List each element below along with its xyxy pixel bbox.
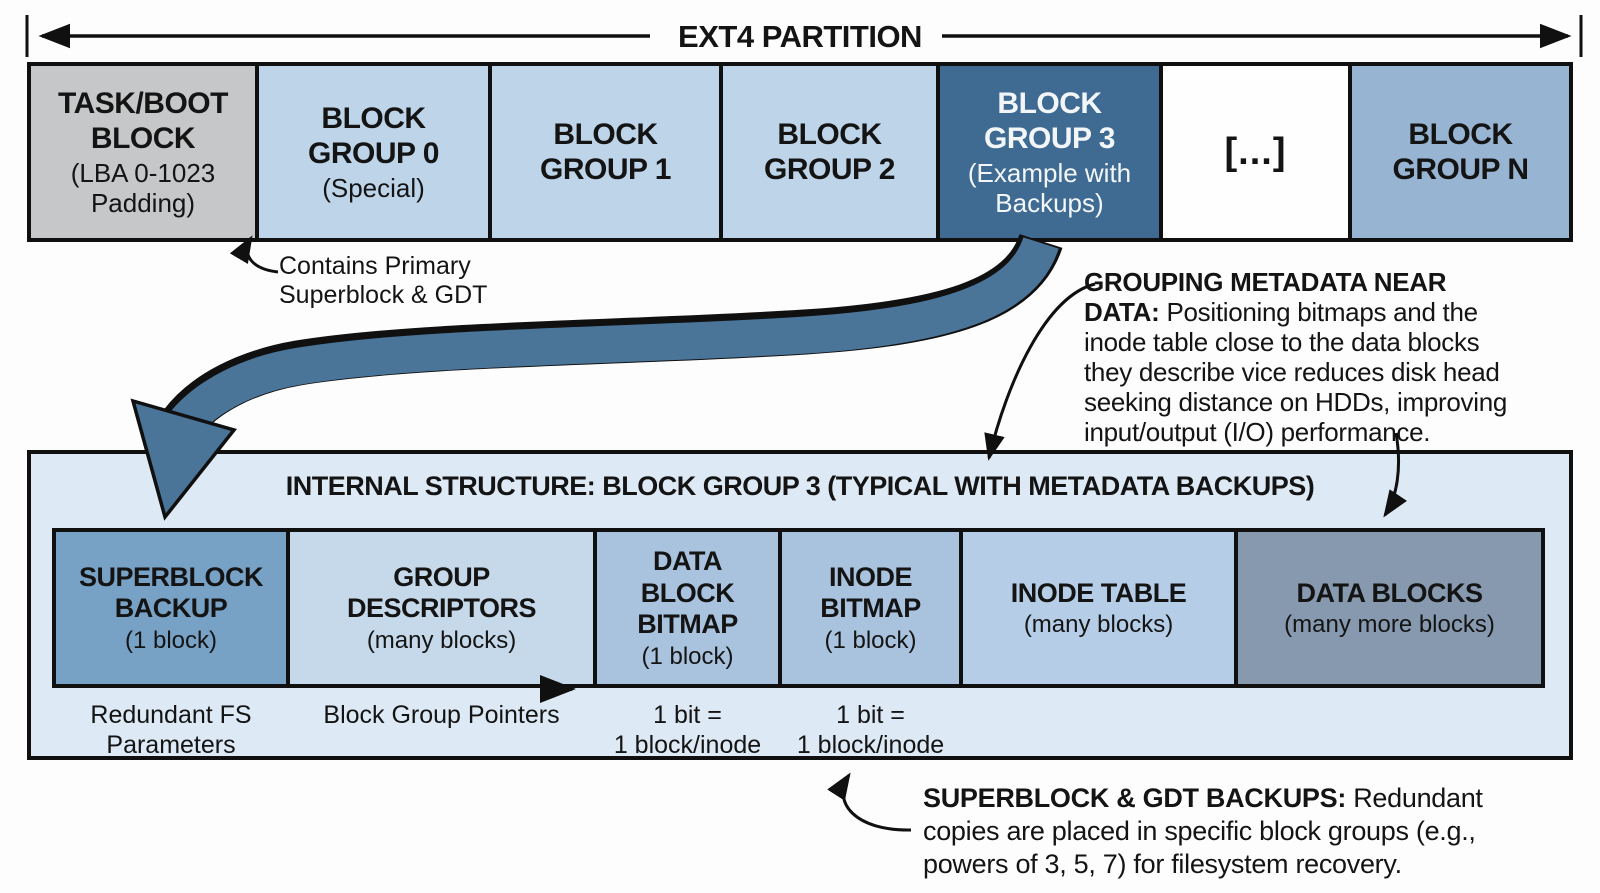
block-title: BLOCK GROUP 1 — [540, 117, 672, 186]
block-title: INODE TABLE — [1010, 577, 1187, 608]
backup-note-arrow-icon — [827, 772, 912, 832]
contains-note-arrow-icon — [229, 235, 279, 274]
caption-data-bitmap-legend: 1 bit = 1 block/inode — [613, 701, 762, 759]
block-subtitle: (1 block) — [641, 642, 734, 670]
block-subtitle: (Special) — [322, 173, 425, 204]
block-title: TASK/BOOT BLOCK — [58, 87, 228, 156]
partition-axis-title: EXT4 PARTITION — [678, 19, 922, 54]
block-inode-table: INODE TABLE (many blocks) — [959, 528, 1238, 688]
internal-structure-title: INTERNAL STRUCTURE: BLOCK GROUP 3 (TYPIC… — [285, 471, 1315, 501]
block-ellipsis: [...] — [1159, 62, 1352, 242]
block-subtitle: (1 block) — [824, 626, 917, 654]
block-title: GROUP DESCRIPTORS — [346, 561, 537, 624]
block-data-block-bitmap: DATA BLOCK BITMAP (1 block) — [593, 528, 782, 688]
block-task-boot: TASK/BOOT BLOCK (LBA 0-1023 Padding) — [27, 62, 259, 242]
block-title: BLOCK GROUP 3 — [984, 87, 1116, 156]
block-group-3: BLOCK GROUP 3 (Example with Backups) — [936, 62, 1163, 242]
block-subtitle: (Example with Backups) — [967, 158, 1132, 218]
block-title: BLOCK GROUP 0 — [308, 101, 440, 170]
block-group-1: BLOCK GROUP 1 — [488, 62, 723, 242]
block-subtitle: (many more blocks) — [1284, 611, 1495, 639]
block-title: BLOCK GROUP 2 — [764, 117, 896, 186]
block-superblock-backup: SUPERBLOCK BACKUP (1 block) — [52, 528, 290, 688]
block-title: [...] — [1224, 130, 1287, 173]
caption-redundant-fs: Redundant FS Parameters — [90, 701, 252, 759]
block-title: SUPERBLOCK BACKUP — [78, 561, 264, 624]
block-inode-bitmap: INODE BITMAP (1 block) — [778, 528, 963, 688]
block-title: INODE BITMAP — [820, 561, 921, 624]
grouping-note-arrow-left-icon — [984, 282, 1096, 461]
block-title: DATA BLOCKS — [1296, 577, 1483, 608]
block-subtitle: (many blocks) — [1023, 611, 1174, 639]
block-group-2: BLOCK GROUP 2 — [719, 62, 940, 242]
contains-primary-note: Contains Primary Superblock & GDT — [279, 252, 488, 309]
block-title: DATA BLOCK BITMAP — [637, 545, 738, 640]
caption-inode-bitmap-legend: 1 bit = 1 block/inode — [796, 701, 945, 759]
block-subtitle: (1 block) — [124, 626, 218, 654]
caption-block-group-pointers: Block Group Pointers — [323, 701, 560, 729]
block-group-n: BLOCK GROUP N — [1348, 62, 1573, 242]
block-group-0: BLOCK GROUP 0 (Special) — [255, 62, 492, 242]
block-title: BLOCK GROUP N — [1392, 117, 1529, 186]
block-subtitle: (LBA 0-1023 Padding) — [70, 158, 216, 218]
block-data-blocks: DATA BLOCKS (many more blocks) — [1234, 528, 1545, 688]
block-subtitle: (many blocks) — [366, 626, 517, 654]
block-group-descriptors: GROUP DESCRIPTORS (many blocks) — [286, 528, 597, 688]
